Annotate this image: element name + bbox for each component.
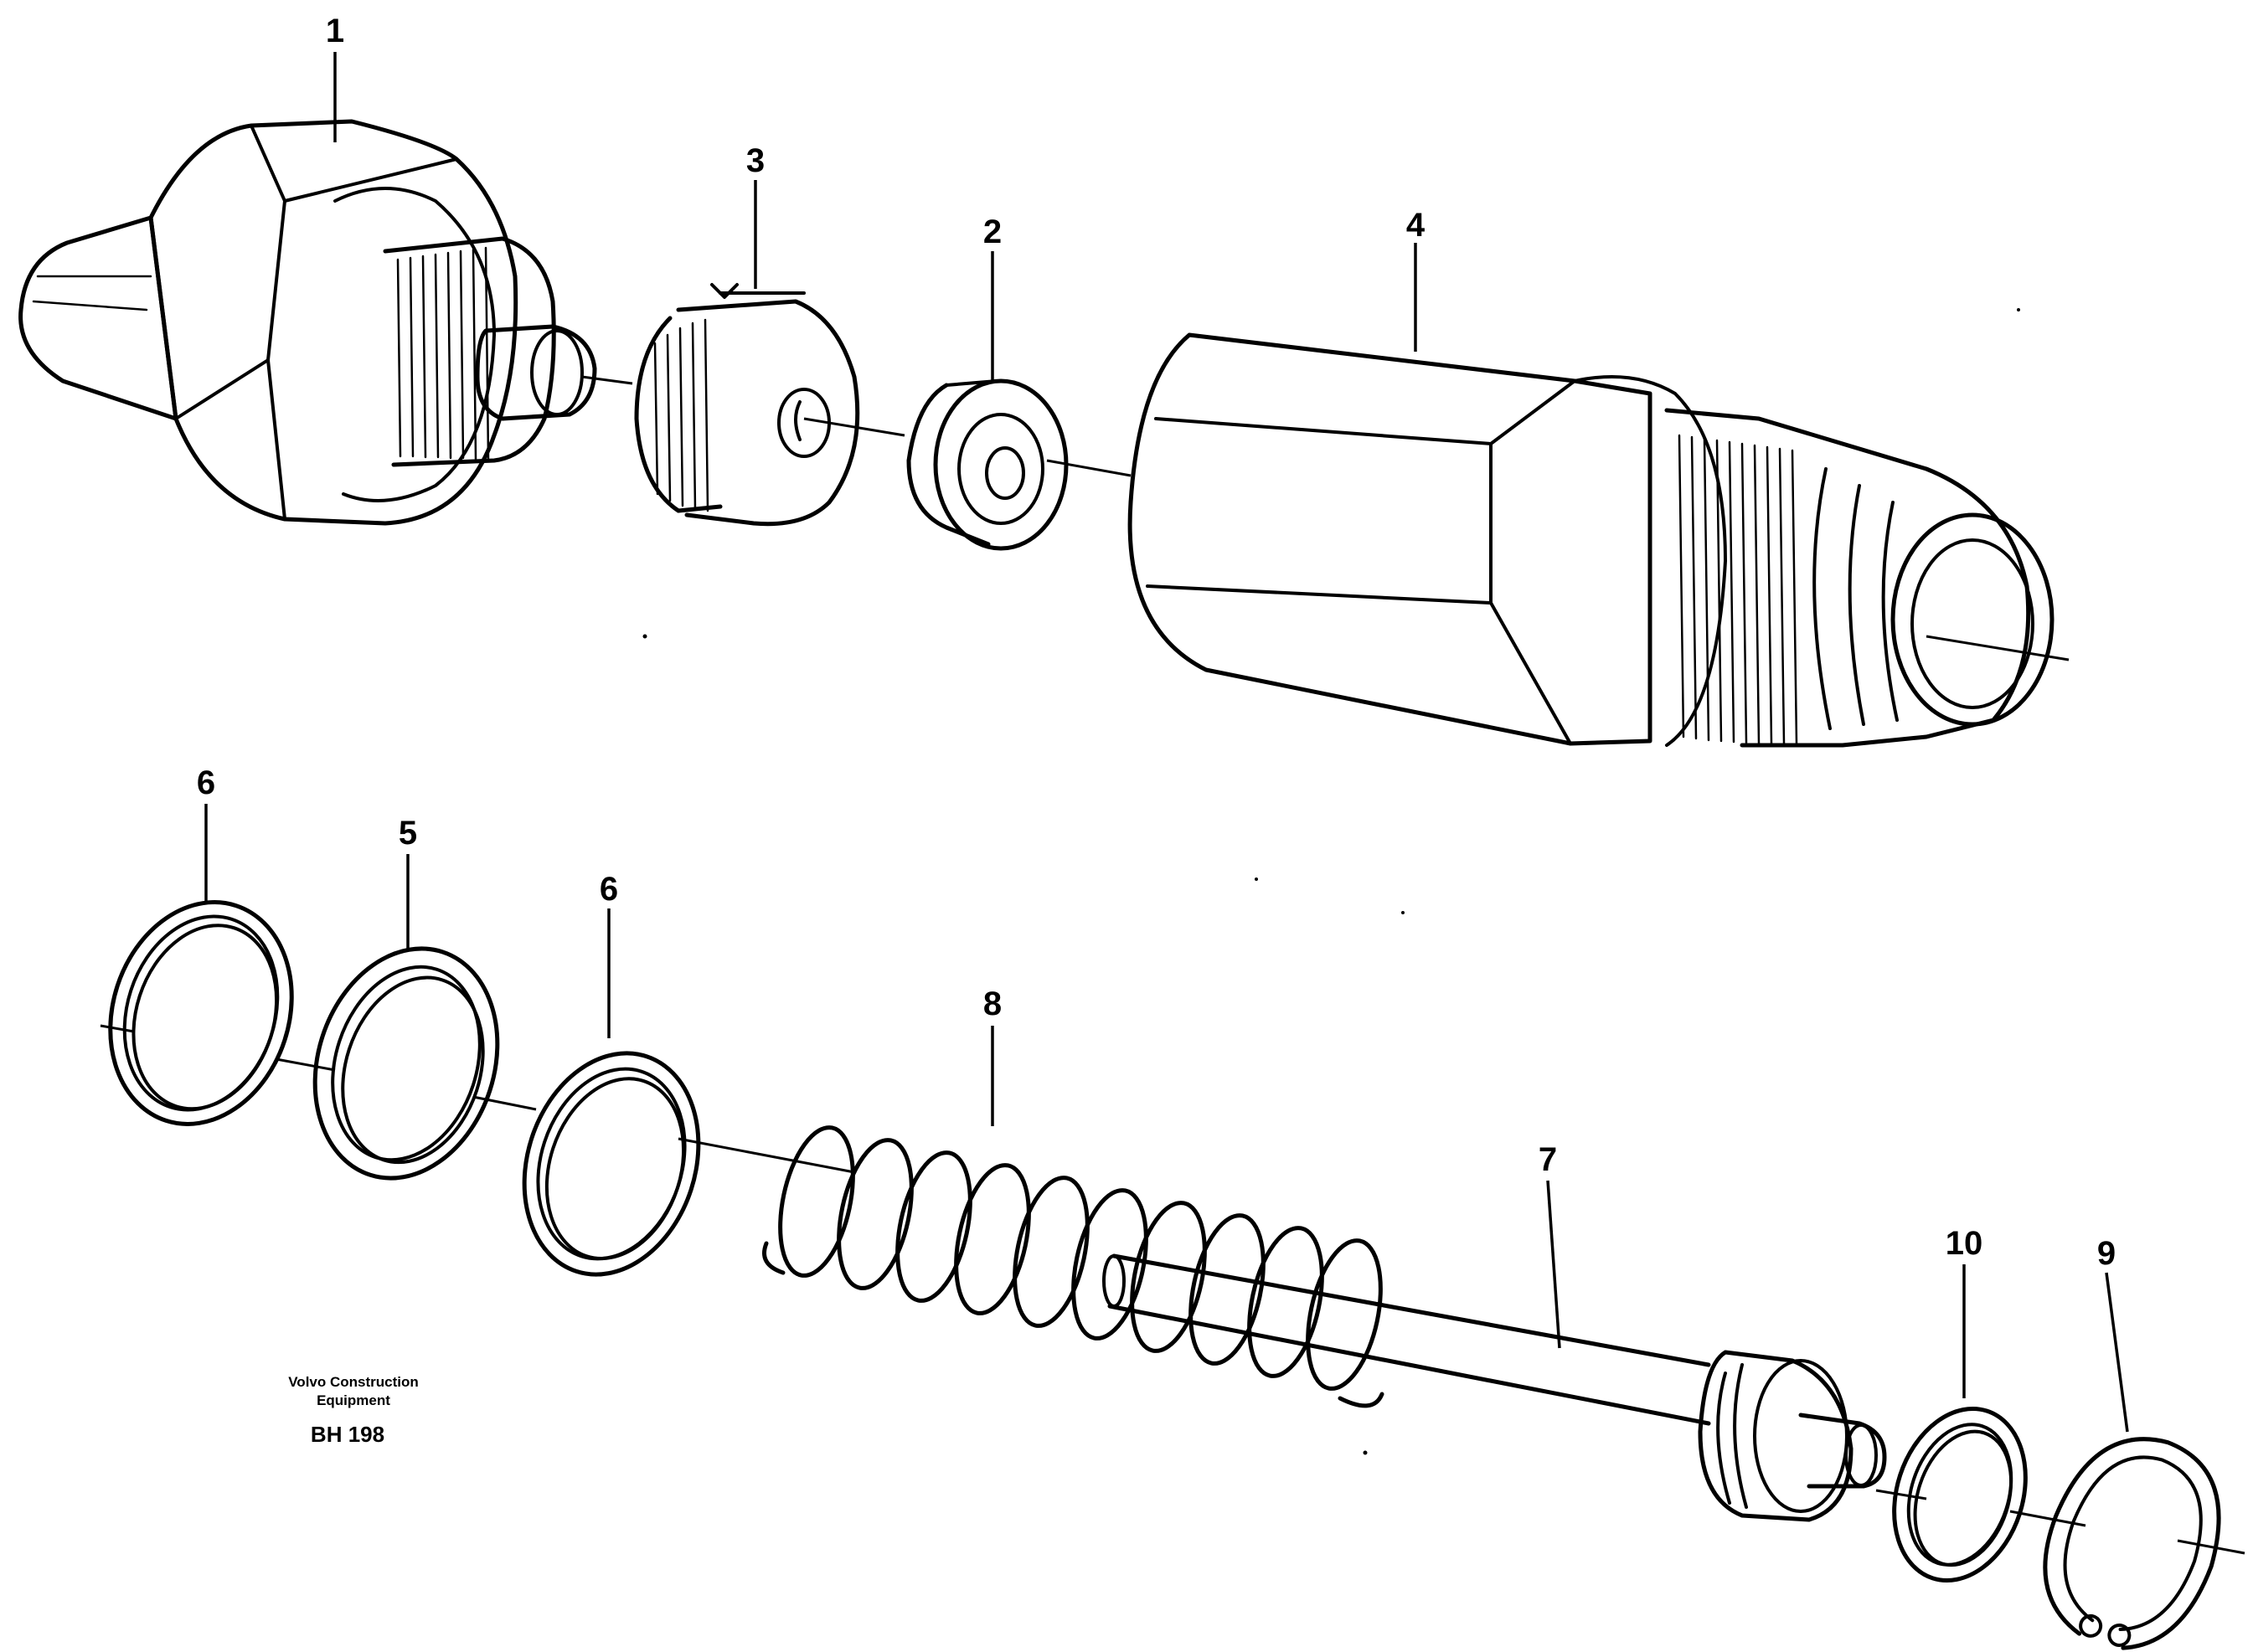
part-5-ring — [312, 946, 500, 1181]
part-3-threads — [653, 318, 709, 512]
scan-specks — [642, 308, 2020, 1455]
callout-numbers: 1 2 3 4 5 6 6 7 8 9 10 — [197, 13, 2116, 1272]
callout-10: 10 — [1946, 1225, 1983, 1262]
part-9-circlip — [2043, 1437, 2221, 1650]
diagram-caption: Volvo Construction Equipment BH 198 — [288, 1374, 419, 1447]
caption-publisher-line2: Equipment — [317, 1392, 390, 1408]
bottom-axis-line — [100, 1024, 2245, 1555]
caption-publisher-line1: Volvo Construction — [288, 1374, 419, 1390]
part-10-washer — [1892, 1406, 2028, 1583]
callout-3: 3 — [746, 142, 765, 179]
part-7-valve-piston — [1102, 1253, 1887, 1522]
caption-figure-code: BH 198 — [311, 1422, 384, 1447]
part-4-threads — [1678, 434, 1798, 745]
leader-9 — [2105, 1272, 2129, 1433]
callout-6-right: 6 — [600, 871, 618, 908]
part-6-washer-right — [522, 1051, 701, 1277]
callout-9: 9 — [2097, 1235, 2116, 1272]
callout-6-left: 6 — [197, 764, 215, 801]
callout-4: 4 — [1406, 207, 1426, 244]
leader-7 — [1546, 1180, 1561, 1349]
part-2-valve-seat — [906, 378, 1069, 551]
part-8-spring — [762, 1125, 1384, 1408]
part-1-adjusting-screw — [18, 119, 597, 526]
callout-2: 2 — [983, 214, 1002, 250]
part-3-threaded-plug — [634, 283, 860, 527]
callout-5: 5 — [399, 815, 417, 852]
part-6-washer-left — [108, 900, 294, 1126]
callout-1: 1 — [326, 13, 344, 49]
callout-8: 8 — [983, 986, 1002, 1022]
leader-lines — [204, 52, 2129, 1433]
callout-7: 7 — [1539, 1141, 1557, 1178]
part-1-threads — [396, 246, 490, 461]
part-4-valve-housing — [1127, 332, 2055, 748]
